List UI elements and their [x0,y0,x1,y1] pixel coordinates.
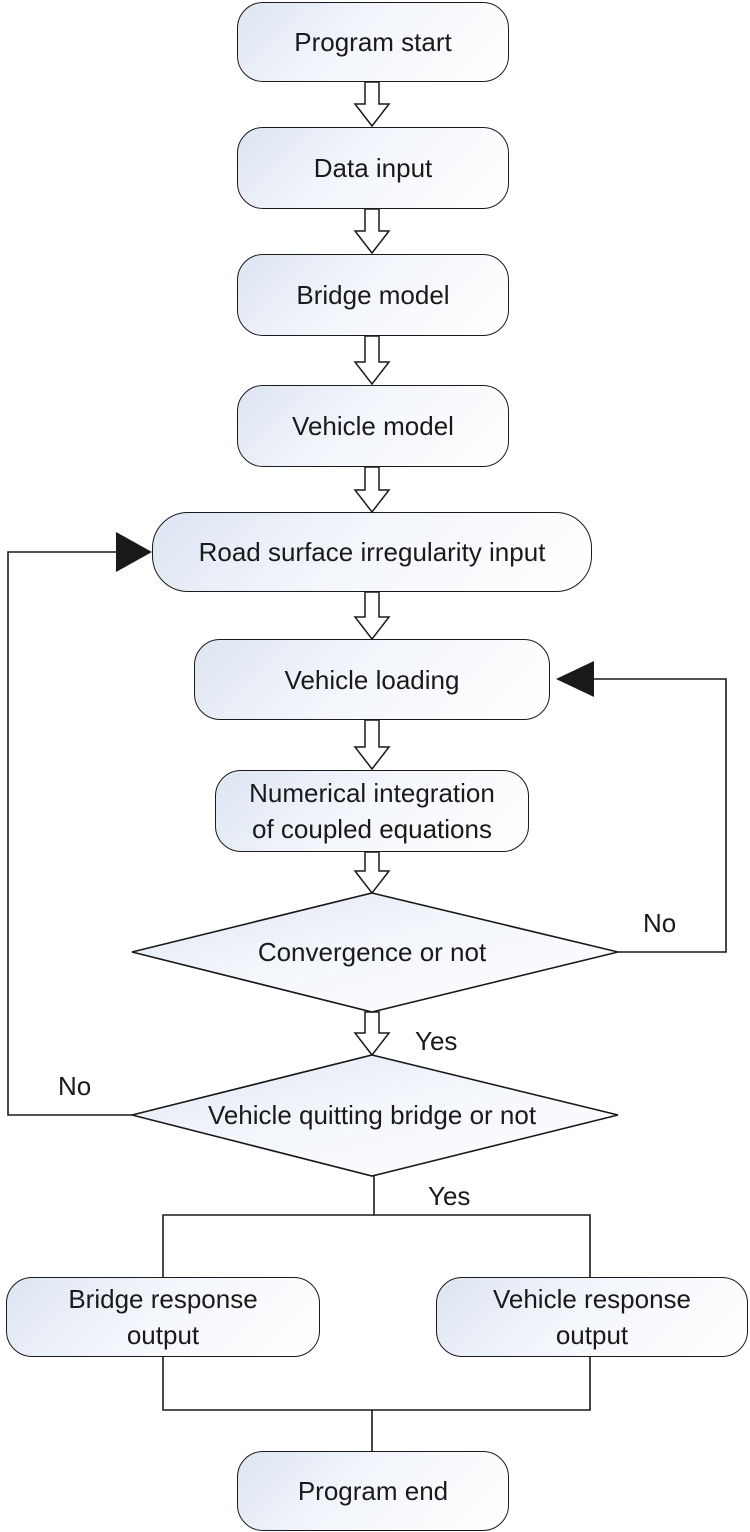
program-start-node: Program start [237,2,509,82]
program-end-node: Program end [237,1451,509,1531]
split-connector [162,1176,375,1277]
convergence-no-label: No [643,908,677,938]
convergence-diamond-shape [131,892,619,1013]
flow-arrow-integration-to-convergence [353,851,391,895]
vehicle-model-node: Vehicle model [237,385,509,467]
flow-arrow-start-to-input [353,81,391,128]
flow-arrow-input-to-bridge-model [353,208,391,255]
merge-connector [162,1357,591,1411]
flow-arrow-road-to-loading [353,591,391,641]
no-loop-to-road-input [7,551,132,1116]
bridge-response-output-node: Bridge response output [6,1277,320,1357]
split-connector-right [374,1214,591,1277]
quitting-yes-label: Yes [428,1181,471,1211]
vehicle-loading-node: Vehicle loading [194,639,550,720]
vehicle-quitting-decision: Vehicle quitting bridge or not [207,1099,537,1130]
no-loop-to-vehicle-loading [590,678,727,953]
quitting-no-label: No [58,1071,92,1101]
flow-arrow-vehicle-model-to-road [353,466,391,514]
road-surface-irregularity-node: Road surface irregularity input [152,512,592,592]
vehicle-response-output-node: Vehicle response output [436,1277,748,1357]
flow-arrow-bridge-to-vehicle-model [353,335,391,386]
convergence-yes-label: Yes [415,1026,458,1056]
arrowhead-to-road-input [116,532,152,572]
numerical-integration-node: Numerical integration of coupled equatio… [215,770,529,852]
convergence-decision: Convergence or not [257,936,487,967]
bridge-model-node: Bridge model [237,254,509,336]
data-input-node: Data input [237,127,509,209]
quitting-diamond-shape [131,1054,619,1177]
arrowhead-to-vehicle-loading [556,661,594,697]
flow-arrow-convergence-to-quitting [353,1011,391,1057]
flow-arrow-loading-to-integration [353,719,391,771]
